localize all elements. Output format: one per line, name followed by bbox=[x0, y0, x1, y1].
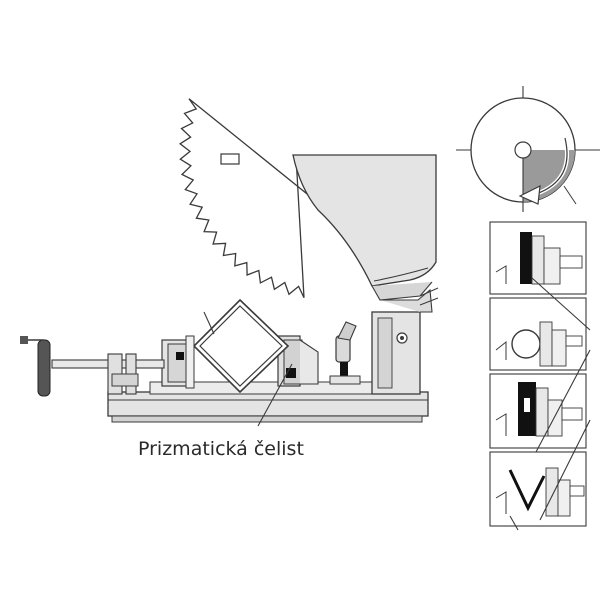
saw-blade bbox=[178, 98, 323, 298]
workpiece-square-tube bbox=[192, 298, 290, 394]
pivot-column bbox=[371, 287, 439, 395]
blade-guard bbox=[292, 154, 437, 301]
saw-blade-teeth bbox=[178, 98, 323, 298]
disc-center-hole bbox=[514, 141, 532, 159]
detail-panel-3 bbox=[489, 373, 587, 449]
detail-panel-4 bbox=[489, 451, 587, 527]
angle-disc-detail bbox=[456, 86, 600, 212]
handwheel-grip bbox=[20, 336, 28, 344]
vise-screw-assembly bbox=[20, 336, 165, 397]
prismatic-jaw-caption: Prizmatická čelist bbox=[138, 438, 304, 460]
leader-lines bbox=[203, 311, 293, 427]
round-workpiece bbox=[511, 329, 541, 359]
rotation-arrowhead bbox=[518, 184, 541, 205]
blade-hub-notch bbox=[220, 153, 240, 165]
detail-panel-1 bbox=[489, 221, 587, 295]
angle-profile bbox=[508, 469, 546, 512]
detail-panel-2 bbox=[489, 297, 587, 371]
movable-vise-jaw bbox=[161, 335, 195, 389]
machine-base bbox=[107, 381, 429, 423]
detail-pointer-lines bbox=[509, 277, 591, 531]
handwheel bbox=[37, 339, 51, 397]
lock-lever bbox=[329, 321, 361, 385]
